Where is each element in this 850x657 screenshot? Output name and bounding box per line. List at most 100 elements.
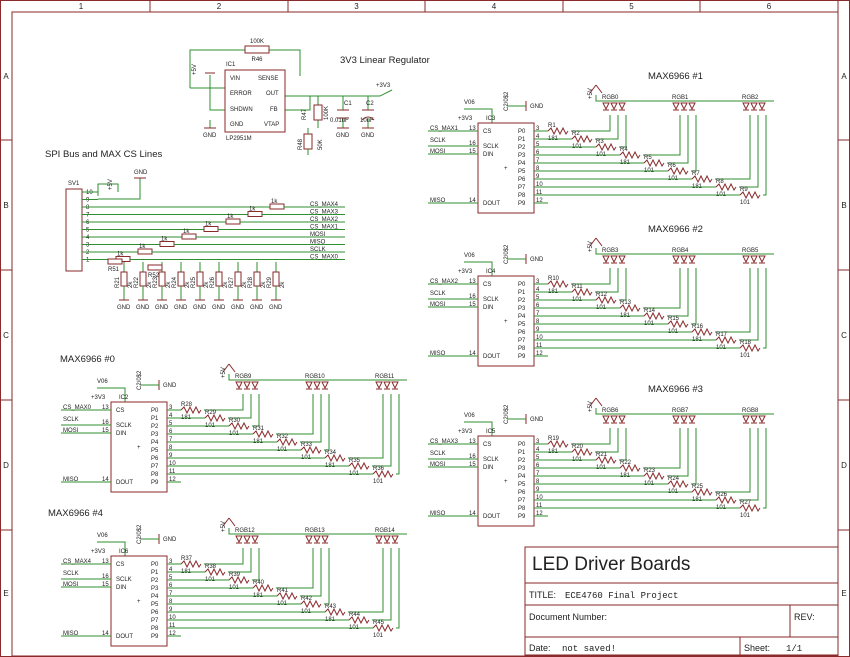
pulldown-value: 2k <box>223 281 229 288</box>
led-5v-label: +5V <box>588 241 594 252</box>
right-pin-num: 8 <box>536 319 540 325</box>
supply-rail <box>464 108 493 123</box>
spi-title: SPI Bus and MAX CS Lines <box>45 149 162 160</box>
led-resistor <box>300 445 322 455</box>
led-diode <box>742 255 750 264</box>
led-diode <box>672 102 680 111</box>
row-label-left: B <box>3 201 8 210</box>
right-pin-name: P1 <box>518 137 526 143</box>
resistor-r47 <box>313 104 323 121</box>
supply-arrow <box>589 84 597 94</box>
reg-gnd-3: GND <box>361 133 375 139</box>
led-resistor <box>667 319 689 329</box>
resistor-ref: R1 <box>548 123 556 129</box>
sv1-pin-number: 6 <box>86 220 90 226</box>
c1-ref: C1 <box>344 101 352 107</box>
led-cathode-wire <box>619 268 627 301</box>
right-pin-name: P5 <box>518 482 526 488</box>
led-resistor <box>372 623 394 633</box>
left-pin-num: 13 <box>469 279 476 285</box>
led-cathode-wire <box>571 428 611 445</box>
sv1-pin-number: 7 <box>86 213 90 219</box>
led-resistor <box>715 182 737 192</box>
spi-net-label: CS_MAX4 <box>310 202 339 208</box>
right-pin-name: P7 <box>518 185 526 191</box>
resistor-ref: R15 <box>668 316 680 322</box>
led-diode <box>321 535 329 544</box>
right-pin-name: P6 <box>151 456 159 462</box>
right-pin-name: P7 <box>151 618 159 624</box>
led-cathode-wire <box>667 428 689 477</box>
sclk-net-label: SCLK <box>63 571 79 577</box>
led-resistor <box>739 343 761 353</box>
right-pin-name: P3 <box>151 586 159 592</box>
led-resistor <box>372 469 394 479</box>
row-label-left: D <box>3 461 9 470</box>
right-pin-num: 3 <box>536 439 540 445</box>
spi-net-label: CS_MAX1 <box>310 225 339 231</box>
led-cathode-wire <box>324 548 330 605</box>
resistor-ref: R22 <box>620 460 632 466</box>
led-cathode-wire <box>595 115 619 140</box>
led-resistor <box>276 437 298 447</box>
left-pin-name: SCLK <box>483 297 499 303</box>
resistor-ref: R10 <box>548 276 560 282</box>
right-pin-num: 8 <box>536 479 540 485</box>
row-label-left: C <box>3 331 9 340</box>
right-pin-num: 4 <box>536 287 540 293</box>
led-diode <box>235 381 243 390</box>
rgb-led-label: RGB4 <box>672 248 689 254</box>
left-pin-num: 15 <box>102 428 109 434</box>
resistor-r46 <box>244 45 270 54</box>
driver-title: MAX6966 #1 <box>648 71 703 82</box>
led-resistor <box>691 487 713 497</box>
left-pin-num: 16 <box>102 420 109 426</box>
supply-arrow <box>228 363 236 373</box>
supply-rail <box>464 261 493 276</box>
mosi-net-label: MOSI <box>63 428 79 434</box>
right-pin-name: P2 <box>518 298 526 304</box>
led-cathode-wire <box>619 428 627 461</box>
led-resistor <box>547 439 569 449</box>
pulldown-gnd-label: GND <box>193 305 207 311</box>
led-diode <box>602 415 610 424</box>
resistor-ref: R24 <box>668 476 680 482</box>
resistor-value: 101 <box>373 633 384 639</box>
title-block-heading: LED Driver Boards <box>532 554 690 575</box>
led-resistor <box>643 311 665 321</box>
right-pin-num: 7 <box>169 437 173 443</box>
row-label-right: E <box>841 589 846 598</box>
resistor-ref: R2 <box>572 131 580 137</box>
title-block: LED Driver Boards TITLE: ECE4760 Final P… <box>524 546 839 656</box>
led-diode <box>618 102 626 111</box>
right-pin-num: 9 <box>536 327 540 333</box>
led-cathode-wire <box>348 394 384 459</box>
led-diode <box>680 255 688 264</box>
sclk-net-label: SCLK <box>63 417 79 423</box>
right-pin-num: 5 <box>536 142 540 148</box>
led-resistor <box>180 559 202 569</box>
right-pin-name: P9 <box>151 634 159 640</box>
driver-title: MAX6966 #2 <box>648 224 703 235</box>
spi-resistor-value: 1k <box>205 222 212 228</box>
led-resistor <box>228 575 250 585</box>
mosi-net-label: MOSI <box>430 462 446 468</box>
left-pin-num: 14 <box>469 198 476 204</box>
resistor-ref: R43 <box>325 604 337 610</box>
pulldown-resistor <box>272 271 280 287</box>
right-pin-name: P5 <box>151 448 159 454</box>
r48-ref: R48 <box>298 138 304 150</box>
resistor-ref: R36 <box>373 466 385 472</box>
date-label: Date: <box>529 643 551 653</box>
resistor-ref: R3 <box>596 139 604 145</box>
mosi-net-label: MOSI <box>430 302 446 308</box>
pulldown-resistor <box>177 271 185 287</box>
resistor-ref: R27 <box>740 500 752 506</box>
spi-net-label: CS_MAX2 <box>310 217 339 223</box>
right-pin-num: 12 <box>536 511 543 517</box>
c2-val: 10uF <box>360 118 374 124</box>
led-resistor <box>619 150 641 160</box>
led-resistor <box>691 174 713 184</box>
row-label-right: A <box>841 72 847 81</box>
